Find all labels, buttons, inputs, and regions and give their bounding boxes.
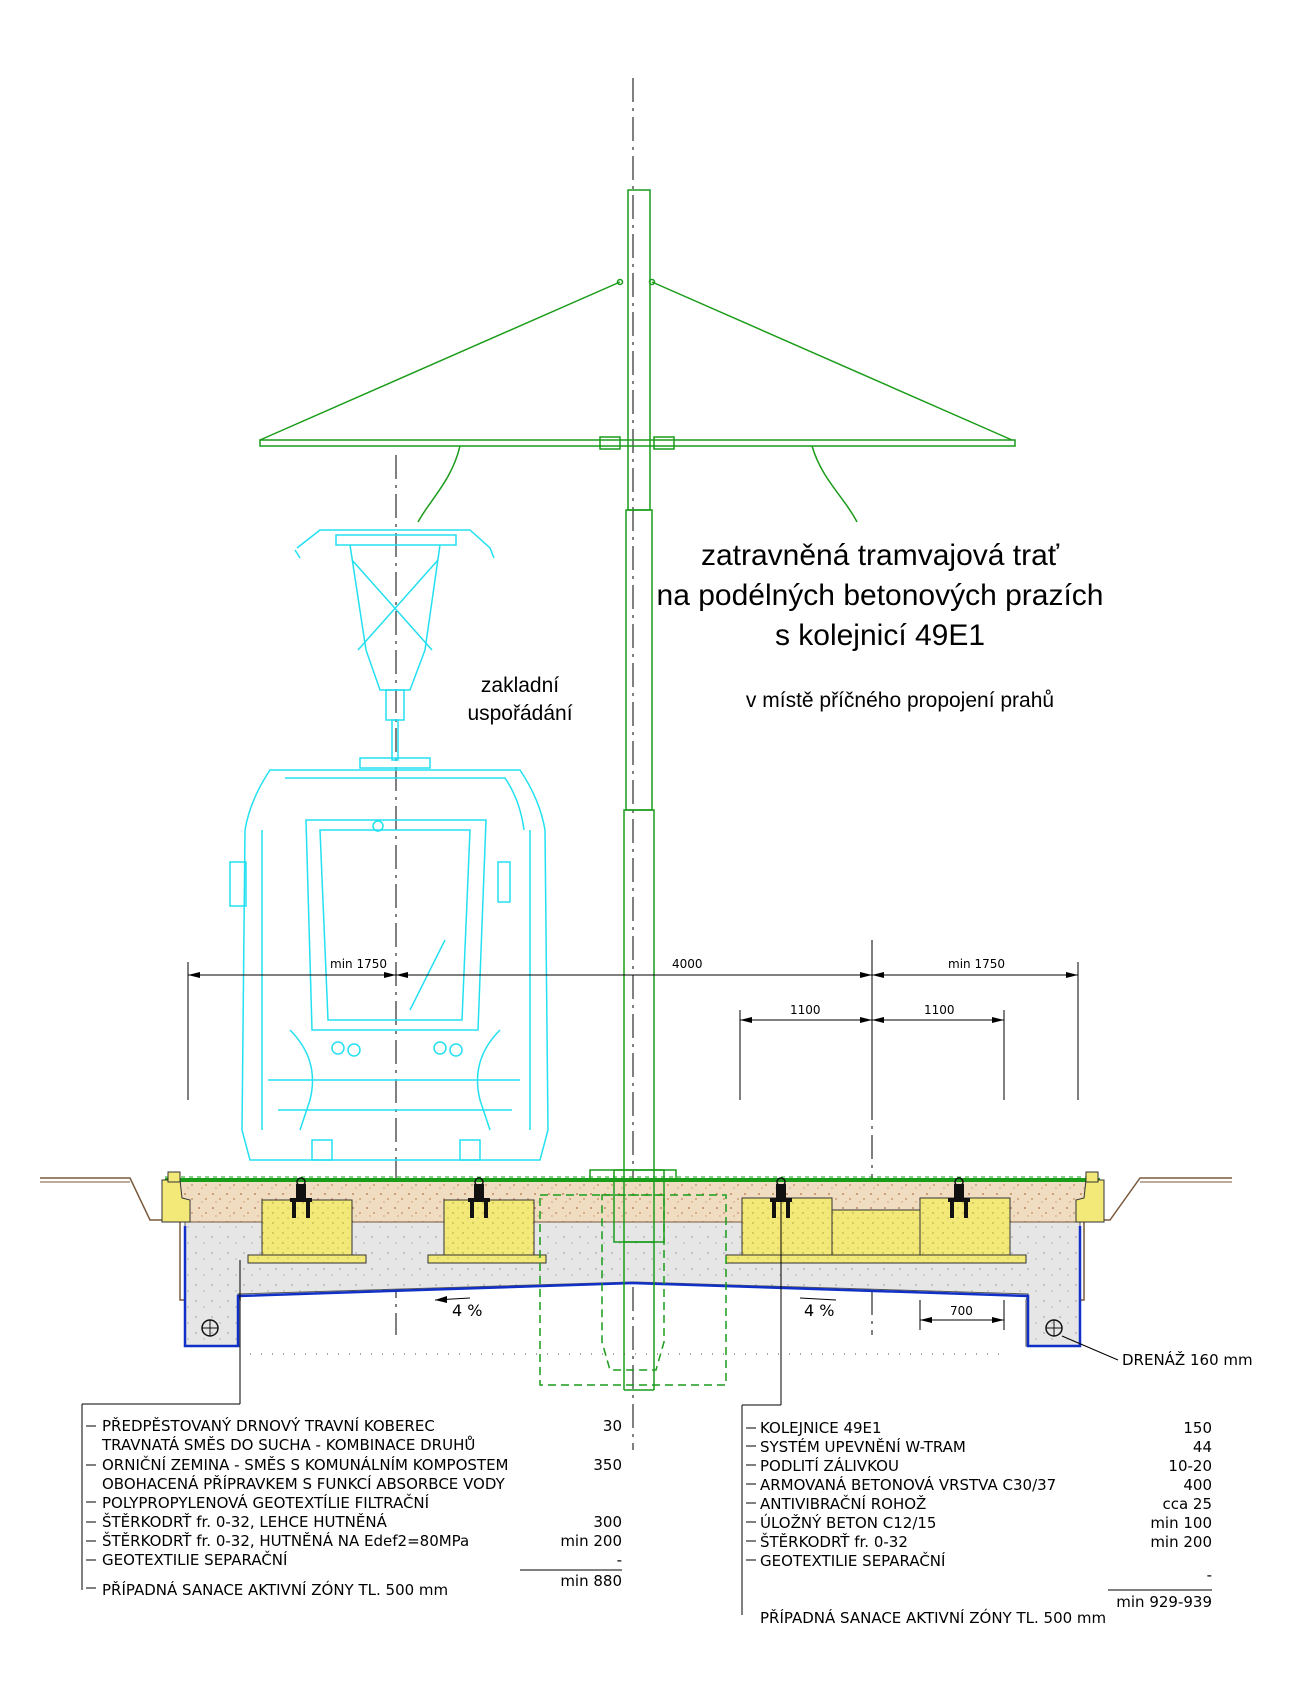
- dim-half-left: 1100: [790, 1003, 821, 1017]
- left-layer-1: PŘEDPĚSTOVANÝ DRNOVÝ TRAVNÍ KOBEREC: [102, 1416, 435, 1435]
- left-remediation: PŘÍPADNÁ SANACE AKTIVNÍ ZÓNY TL. 500 mm: [102, 1580, 448, 1599]
- right-layer-list: KOLEJNICE 49E1 150 SYSTÉM UPEVNĚNÍ W-TRA…: [741, 1200, 1212, 1627]
- right-layer-4-value: 400: [1183, 1476, 1212, 1494]
- arrangement-line-1: zakladní: [481, 674, 559, 697]
- catenary-pole: [613, 189, 665, 1391]
- sleeper-right-connected: [725, 1197, 1027, 1264]
- tram-outline: [229, 529, 549, 1161]
- slope-right: 4 %: [804, 1301, 834, 1320]
- sleeper-left-inner: [427, 1199, 547, 1264]
- dim-left-min: min 1750: [330, 957, 387, 971]
- left-layer-4: OBOHACENÁ PŘÍPRAVKEM S FUNKCÍ ABSORBCE V…: [102, 1474, 506, 1493]
- dim-half-right: 1100: [924, 1003, 955, 1017]
- dim-offset: 700: [950, 1304, 973, 1318]
- right-layer-6-value: min 100: [1150, 1514, 1212, 1532]
- right-remediation: PŘÍPADNÁ SANACE AKTIVNÍ ZÓNY TL. 500 mm: [760, 1608, 1106, 1627]
- dim-center: 4000: [672, 957, 703, 971]
- right-layer-5-value: cca 25: [1162, 1495, 1212, 1513]
- blue-drain-outline: [183, 1226, 1082, 1348]
- right-total: min 929-939: [1116, 1593, 1212, 1611]
- right-layer-3-value: 10-20: [1168, 1457, 1212, 1475]
- dimension-lines: [187, 962, 1079, 1330]
- left-layer-7: ŠTĚRKODRŤ fr. 0-32, HUTNĚNÁ NA Edef2=80M…: [102, 1531, 469, 1550]
- left-layer-7-value: min 200: [560, 1532, 622, 1550]
- right-layer-6: ÚLOŽNÝ BETON C12/15: [760, 1513, 936, 1532]
- left-layer-3-value: 350: [593, 1456, 622, 1474]
- drain-pipe-left: [201, 1319, 219, 1337]
- curb-left: [161, 1171, 191, 1223]
- left-layer-3: ORNIČNÍ ZEMINA - SMĚS S KOMUNÁLNÍM KOMPO…: [102, 1455, 509, 1474]
- left-layer-2: TRAVNATÁ SMĚS DO SUCHA - KOMBINACE DRUHŮ: [101, 1435, 475, 1454]
- grass-layer: [165, 1176, 1100, 1182]
- title-line-2: na podélných betonových prazích: [657, 579, 1104, 612]
- left-layer-8-value: -: [617, 1551, 622, 1569]
- left-layer-list: PŘEDPĚSTOVANÝ DRNOVÝ TRAVNÍ KOBEREC 30 T…: [81, 1260, 622, 1599]
- subtitle: v místě příčného propojení prahů: [746, 689, 1054, 712]
- right-layer-5: ANTIVIBRAČNÍ ROHOŽ: [760, 1494, 926, 1513]
- curb-right: [1075, 1171, 1105, 1223]
- right-layer-4: ARMOVANÁ BETONOVÁ VRSTVA C30/37: [760, 1475, 1056, 1494]
- drain-pipe-right: [1045, 1319, 1063, 1337]
- slope-left: 4 %: [452, 1301, 482, 1320]
- left-layer-6-value: 300: [593, 1513, 622, 1531]
- title-line-1: zatravněná tramvajová trať: [701, 539, 1060, 572]
- dim-right-min: min 1750: [948, 957, 1005, 971]
- left-layer-5: POLYPROPYLENOVÁ GEOTEXTÍLIE FILTRAČNÍ: [102, 1493, 429, 1512]
- arrangement-line-2: uspořádání: [467, 702, 572, 725]
- rail-4: [948, 1177, 970, 1218]
- drainage-label: DRENÁŽ 160 mm: [1122, 1350, 1253, 1369]
- rail-1: [290, 1177, 312, 1218]
- right-layer-1-value: 150: [1183, 1419, 1212, 1437]
- right-layer-7-value: min 200: [1150, 1533, 1212, 1551]
- left-layer-1-value: 30: [603, 1417, 622, 1435]
- right-layer-2-value: 44: [1193, 1438, 1212, 1456]
- right-layer-8: GEOTEXTILIE SEPARAČNÍ: [760, 1551, 945, 1570]
- right-layer-2: SYSTÉM UPEVNĚNÍ W-TRAM: [760, 1437, 966, 1456]
- left-total: min 880: [560, 1572, 622, 1590]
- right-layer-7: ŠTĚRKODRŤ fr. 0-32: [760, 1532, 908, 1551]
- dimension-arrows: [188, 972, 1078, 1323]
- right-layer-3: PODLITÍ ZÁLIVKOU: [760, 1456, 899, 1475]
- right-layer-1: KOLEJNICE 49E1: [760, 1419, 882, 1437]
- right-layer-8-value: -: [1207, 1566, 1212, 1584]
- left-layer-6: ŠTĚRKODRŤ fr. 0-32, LEHCE HUTNĚNÁ: [102, 1512, 388, 1531]
- catenary-arms: [259, 278, 1016, 523]
- drainage-leader: [1061, 1335, 1119, 1361]
- title-line-3: s kolejnicí 49E1: [775, 619, 985, 652]
- left-layer-8: GEOTEXTILIE SEPARAČNÍ: [102, 1550, 287, 1569]
- rail-2: [468, 1177, 490, 1218]
